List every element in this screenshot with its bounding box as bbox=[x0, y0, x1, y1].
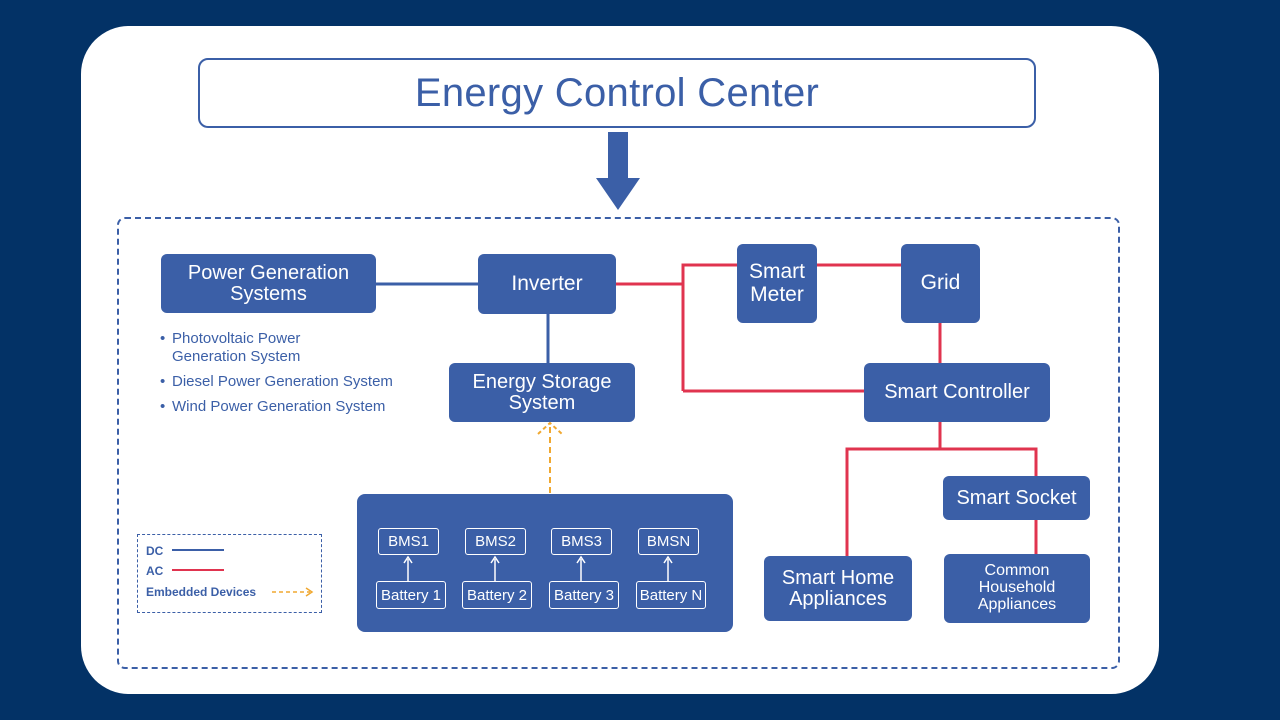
up-arrow-icon bbox=[490, 555, 500, 581]
down-arrow-icon bbox=[596, 132, 640, 210]
up-arrow-icon bbox=[663, 555, 673, 581]
legend-embedded-label: Embedded Devices bbox=[146, 585, 257, 599]
bms-box: BMS3 bbox=[551, 528, 612, 555]
legend-embedded-arrow-icon bbox=[272, 587, 314, 597]
battery-box: Battery N bbox=[636, 581, 706, 609]
bms-box: BMS1 bbox=[378, 528, 439, 555]
generation-types-list: Photovoltaic Power Generation System Die… bbox=[160, 330, 440, 423]
bms-box: BMS2 bbox=[465, 528, 526, 555]
battery-box: Battery 3 bbox=[549, 581, 619, 609]
smart-meter-box: Smart Meter bbox=[737, 244, 817, 323]
battery-box: Battery 2 bbox=[462, 581, 532, 609]
legend-dc-line bbox=[172, 549, 224, 551]
smart-socket-box: Smart Socket bbox=[943, 476, 1090, 520]
up-arrow-icon bbox=[403, 555, 413, 581]
legend: DC AC Embedded Devices bbox=[137, 534, 322, 613]
battery-box: Battery 1 bbox=[376, 581, 446, 609]
legend-ac-line bbox=[172, 569, 224, 571]
list-item: Diesel Power Generation System bbox=[160, 373, 440, 391]
up-arrow-icon bbox=[576, 555, 586, 581]
grid-box: Grid bbox=[901, 244, 980, 323]
legend-ac-label: AC bbox=[146, 564, 164, 578]
smart-controller-box: Smart Controller bbox=[864, 363, 1050, 422]
bms-box: BMSN bbox=[638, 528, 699, 555]
power-generation-systems-box: Power Generation Systems bbox=[161, 254, 376, 313]
bms-battery-panel: BMS1 Battery 1 BMS2 Battery 2 BMS3 Batte… bbox=[357, 494, 733, 632]
energy-storage-system-box: Energy Storage System bbox=[449, 363, 635, 422]
inverter-box: Inverter bbox=[478, 254, 616, 314]
page-title: Energy Control Center bbox=[198, 58, 1036, 128]
system-boundary bbox=[117, 217, 1120, 669]
smart-home-appliances-box: Smart Home Appliances bbox=[764, 556, 912, 621]
list-item: Photovoltaic Power Generation System bbox=[160, 330, 332, 366]
common-household-appliances-box: Common Household Appliances bbox=[944, 554, 1090, 623]
list-item: Wind Power Generation System bbox=[160, 398, 440, 416]
legend-dc-label: DC bbox=[146, 544, 164, 558]
